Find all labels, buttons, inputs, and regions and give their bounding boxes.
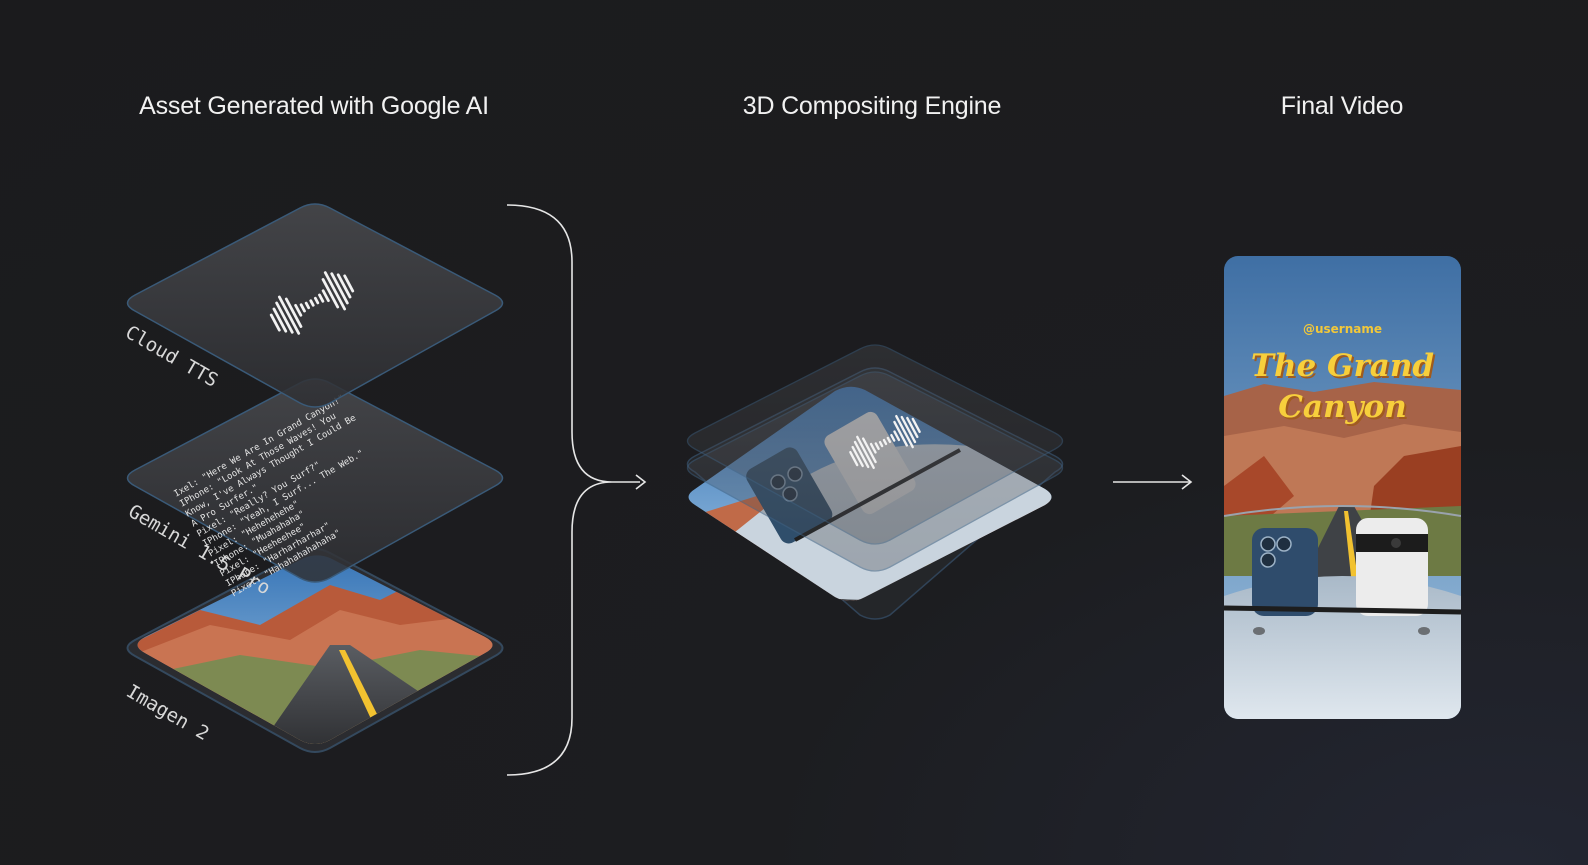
waveform-bar <box>882 438 888 446</box>
video-title: The Grand Canyon <box>1224 346 1461 428</box>
pixel-model <box>1356 518 1428 616</box>
waveform-bar <box>895 414 914 449</box>
tts-layer <box>126 203 504 408</box>
waveform-bar <box>304 301 311 310</box>
waveform-bar <box>906 416 919 439</box>
waveform-icon <box>269 271 355 335</box>
heading-assets: Asset Generated with Google AI <box>139 92 489 120</box>
waveform-bar <box>874 442 880 451</box>
gemini-layer: Ixel: "Here We Are In Grand Canyon!"IPho… <box>126 378 504 599</box>
video-username: @username <box>1302 322 1383 336</box>
merge-bracket <box>506 204 640 776</box>
waveform-bar <box>853 440 870 469</box>
waveform-bar <box>878 440 884 448</box>
bracket-arrowhead <box>635 474 647 490</box>
heading-compositing-engine: 3D Compositing Engine <box>742 92 1002 120</box>
waveform-bar <box>275 301 294 334</box>
waveform-bar <box>890 433 896 442</box>
composited-stack <box>686 344 1064 620</box>
waveform-bar <box>900 415 917 444</box>
waveform-bar <box>309 299 315 307</box>
heading-final-video: Final Video <box>1280 92 1404 120</box>
waveform-bar <box>272 307 288 333</box>
video-title-line2: Canyon <box>1278 389 1407 425</box>
video-title-line1: The Grand <box>1250 348 1435 384</box>
waveform-bar <box>284 297 303 328</box>
waveform-bar <box>861 437 877 464</box>
engine-waveform-icon <box>849 414 921 470</box>
waveform-bar <box>323 271 347 311</box>
waveform-bar <box>321 278 340 309</box>
waveform-bar <box>856 435 875 470</box>
output-arrowhead <box>1181 474 1193 490</box>
waveform-bar <box>299 303 306 313</box>
waveform-bar <box>321 289 330 303</box>
waveform-bar <box>336 273 352 299</box>
waveform-bar <box>869 442 877 454</box>
waveform-bar <box>893 430 901 442</box>
waveform-bar <box>318 293 325 303</box>
waveform-bar <box>343 274 355 293</box>
waveform-bar <box>277 295 301 335</box>
waveform-bar <box>851 445 864 468</box>
waveform-bar <box>911 417 921 434</box>
final-video-frame: @username The Grand Canyon <box>1224 256 1461 719</box>
waveform-bar <box>269 313 281 332</box>
waveform-bar <box>330 272 349 305</box>
waveform-bar <box>849 450 859 467</box>
waveform-bar <box>886 436 892 444</box>
waveform-bar <box>313 296 320 305</box>
waveform-bar <box>294 303 303 317</box>
waveform-bar <box>893 420 909 447</box>
